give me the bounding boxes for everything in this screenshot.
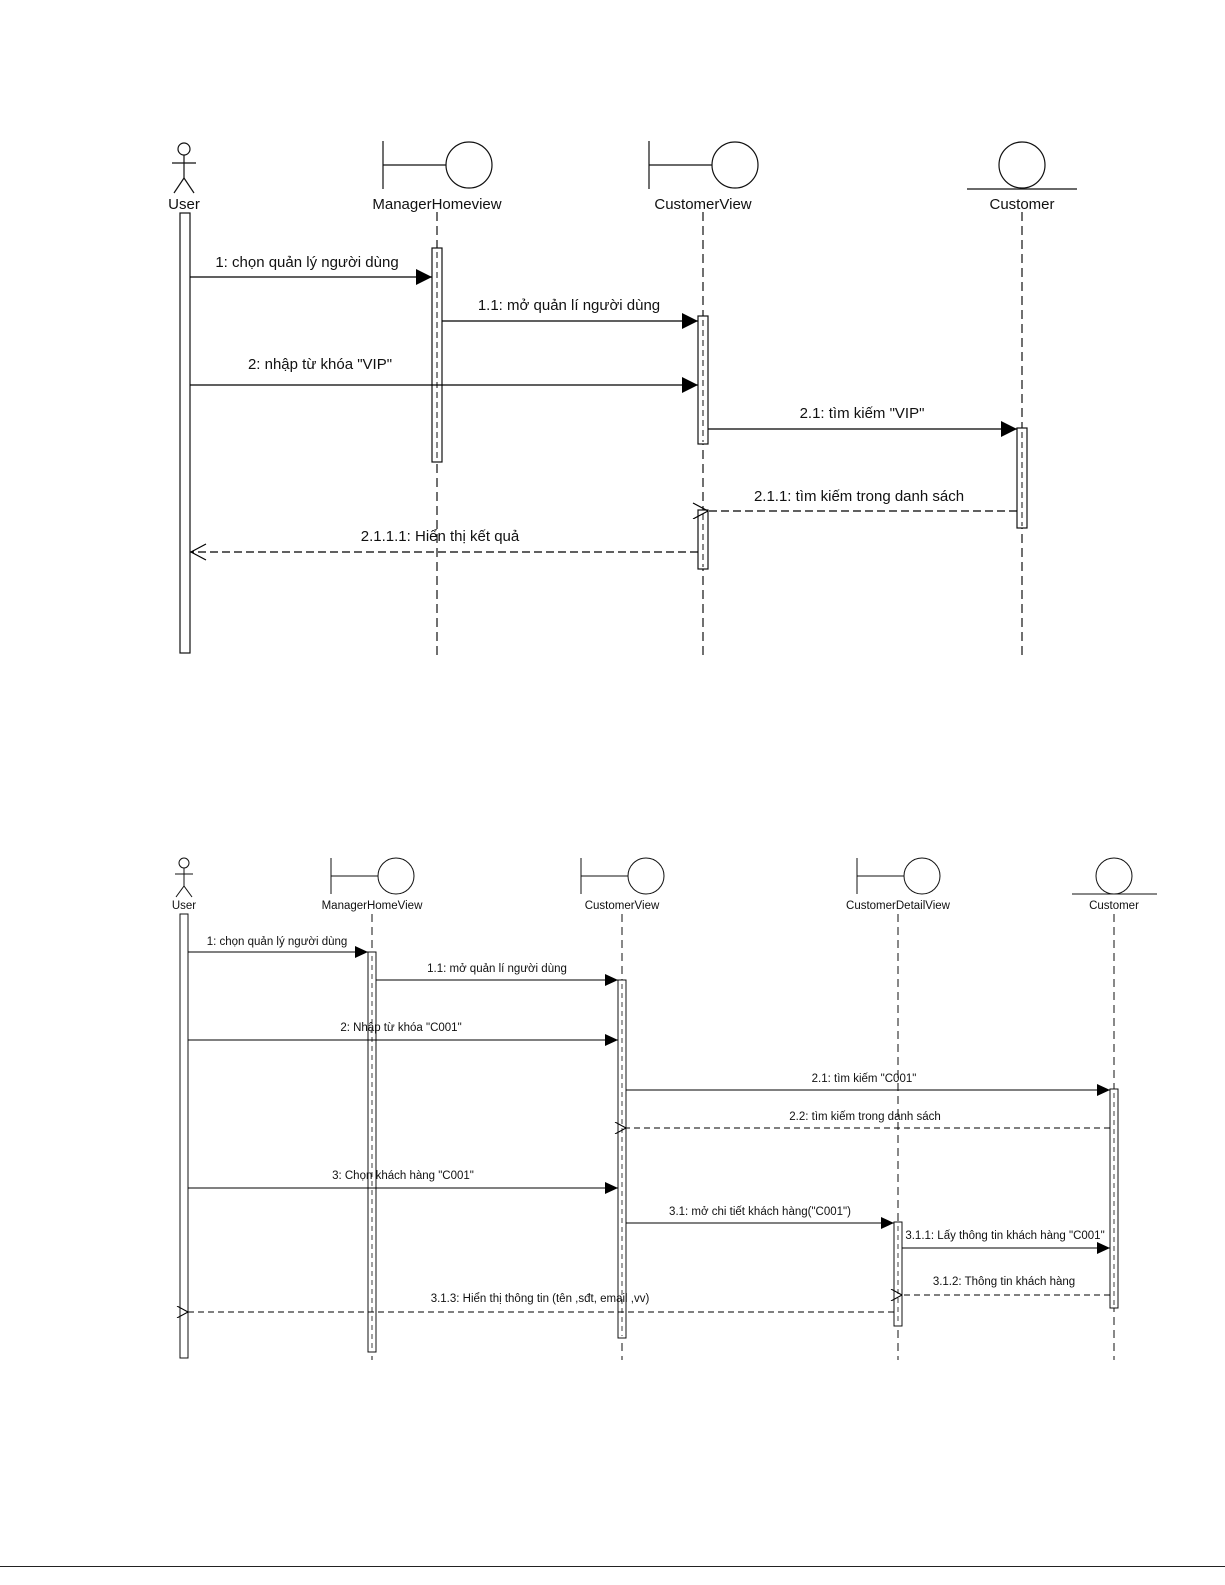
- message-1-1: 1.1: mở quản lí người dùng: [376, 963, 618, 986]
- participant-user: User: [168, 142, 200, 213]
- participant-user: User: [172, 857, 196, 912]
- sequence-diagram-1: User ManagerHomeview CustomerView Cust: [168, 141, 1077, 655]
- entity-icon: [1072, 857, 1157, 895]
- message-label: 3.1.2: Thông tin khách hàng: [933, 1276, 1075, 1288]
- participant-customerview: CustomerView: [648, 141, 759, 213]
- participant-customerview: CustomerView: [580, 857, 665, 912]
- message-label: 2: Nhập từ khóa "C001": [340, 1022, 461, 1034]
- activation-customer: [1109, 1088, 1119, 1309]
- actor-icon: [175, 857, 193, 898]
- sequence-diagram-2: User ManagerHomeView CustomerView: [172, 857, 1157, 1360]
- message-label: 1: chọn quản lý người dùng: [207, 936, 348, 948]
- message-1-1: 1.1: mở quản lí người dùng: [442, 297, 698, 329]
- participant-label: Customer: [1089, 900, 1139, 912]
- participant-label: CustomerDetailView: [846, 900, 951, 912]
- message-2-1-1: 2.1.1: tìm kiếm trong danh sách: [708, 488, 1017, 511]
- entity-icon: [967, 141, 1077, 190]
- message-label: 2.1.1.1: Hiển thị kết quả: [361, 528, 520, 545]
- message-3-1-1: 3.1.1: Lấy thông tin khách hàng "C001": [902, 1230, 1110, 1254]
- boundary-icon: [382, 141, 493, 189]
- message-label: 1.1: mở quản lí người dùng: [427, 963, 567, 975]
- message-label: 2.1: tìm kiếm "C001": [812, 1073, 917, 1085]
- participant-customer: Customer: [1072, 857, 1157, 912]
- boundary-icon: [580, 857, 665, 895]
- participant-label: ManagerHomeView: [322, 900, 423, 912]
- message-3-1: 3.1: mở chi tiết khách hàng("C001"): [626, 1206, 894, 1229]
- message-3: 3: Chọn khách hàng "C001": [188, 1170, 618, 1194]
- message-label: 2.2: tìm kiếm trong danh sách: [789, 1111, 941, 1123]
- message-1: 1: chọn quản lý người dùng: [190, 254, 432, 285]
- participant-managerhomeview: ManagerHomeview: [372, 141, 502, 213]
- message-label: 2.1.1: tìm kiếm trong danh sách: [754, 488, 964, 505]
- open-arrowhead: [189, 543, 207, 561]
- message-2-1: 2.1: tìm kiếm "VIP": [708, 405, 1017, 437]
- activation-user: [179, 212, 191, 654]
- message-label: 1: chọn quản lý người dùng: [215, 254, 398, 271]
- participant-label: ManagerHomeview: [372, 196, 501, 213]
- participant-managerhomeview: ManagerHomeView: [322, 857, 423, 912]
- message-label: 1.1: mở quản lí người dùng: [478, 297, 660, 314]
- message-3-1-3: 3.1.3: Hiển thị thông tin (tên ,sđt, ema…: [188, 1293, 894, 1312]
- message-2-1-1-1: 2.1.1.1: Hiển thị kết quả: [189, 528, 698, 561]
- boundary-icon: [330, 857, 415, 895]
- message-2: 2: Nhập từ khóa "C001": [188, 1022, 618, 1046]
- message-2-1: 2.1: tìm kiếm "C001": [626, 1073, 1110, 1096]
- message-label: 2.1: tìm kiếm "VIP": [800, 405, 925, 422]
- participant-label: User: [172, 900, 196, 912]
- message-label: 3.1.1: Lấy thông tin khách hàng "C001": [905, 1230, 1104, 1242]
- participant-label: User: [168, 196, 200, 213]
- message-label: 2: nhập từ khóa "VIP": [248, 356, 392, 373]
- page-bottom-rule: [0, 1566, 1225, 1567]
- message-2-2: 2.2: tìm kiếm trong danh sách: [626, 1111, 1110, 1128]
- participant-customerdetailview: CustomerDetailView: [846, 857, 951, 912]
- actor-icon: [172, 142, 196, 194]
- message-2: 2: nhập từ khóa "VIP": [190, 356, 698, 393]
- message-label: 3: Chọn khách hàng "C001": [332, 1170, 474, 1182]
- message-1: 1: chọn quản lý người dùng: [188, 936, 368, 958]
- boundary-icon: [648, 141, 759, 189]
- activation-managerhomeview: [367, 951, 377, 1353]
- message-label: 3.1: mở chi tiết khách hàng("C001"): [669, 1206, 851, 1218]
- activation-user: [179, 913, 189, 1359]
- participant-label: CustomerView: [654, 196, 751, 213]
- message-label: 3.1.3: Hiển thị thông tin (tên ,sđt, ema…: [431, 1293, 650, 1305]
- boundary-icon: [856, 857, 941, 895]
- participant-customer: Customer: [967, 141, 1077, 213]
- message-3-1-2: 3.1.2: Thông tin khách hàng: [902, 1276, 1110, 1295]
- participant-label: CustomerView: [585, 900, 660, 912]
- participant-label: Customer: [989, 196, 1054, 213]
